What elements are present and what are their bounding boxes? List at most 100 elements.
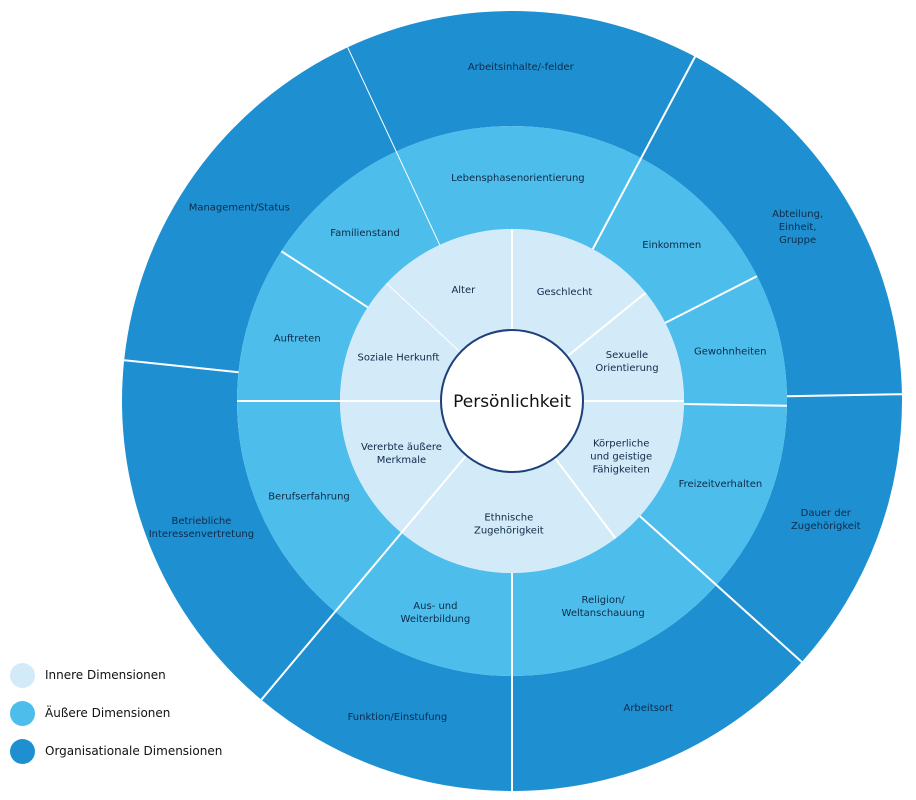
segment-label-line: Funktion/Einstufung	[348, 712, 448, 723]
segment-label-line: Körperliche	[593, 438, 649, 449]
inner-segment	[512, 229, 646, 357]
legend: Innere Dimensionen Äußere Dimensionen Or…	[10, 656, 222, 770]
outer-segment	[237, 401, 402, 612]
center-circle	[440, 329, 584, 473]
legend-item-outer: Äußere Dimensionen	[10, 694, 222, 732]
outer-segment-label: Berufserfahrung	[268, 492, 350, 503]
inner-segment-label: Alter	[451, 285, 476, 296]
segment-label-line: Abteilung,	[772, 209, 823, 220]
outer-divider	[591, 157, 642, 250]
segment-label-line: Zugehörigkeit	[474, 525, 544, 536]
segment-label-line: Weiterbildung	[401, 614, 471, 625]
segment-label-line: und geistige	[590, 451, 652, 462]
outer-segment-label: Auftreten	[274, 333, 321, 344]
segment-label-line: Einheit,	[779, 222, 817, 233]
segment-label-line: Gruppe	[779, 235, 816, 246]
inner-segment-label: Soziale Herkunft	[358, 352, 440, 363]
segment-label-line: Freizeitverhalten	[679, 479, 763, 490]
organisational-segment	[121, 360, 336, 700]
organisational-divider	[260, 611, 336, 701]
segment-label-line: Auftreten	[274, 333, 321, 344]
legend-label-organisational: Organisationale Dimensionen	[45, 744, 223, 758]
legend-item-inner: Innere Dimensionen	[10, 656, 222, 694]
inner-divider	[400, 454, 468, 534]
outer-divider	[683, 403, 787, 407]
outer-dimensions-ring	[237, 126, 787, 676]
segment-label-line: Religion/	[582, 595, 626, 606]
segment-label-line: Gewohnheiten	[694, 347, 767, 358]
outer-segment	[665, 276, 787, 406]
center-label: Persönlichkeit	[453, 392, 571, 412]
segment-label-line: Dauer der	[801, 508, 852, 519]
organisational-segment	[716, 394, 902, 662]
organisational-divider	[640, 56, 696, 159]
inner-segment	[567, 292, 684, 401]
legend-swatch-outer	[10, 700, 35, 726]
organisational-divider	[124, 359, 239, 374]
inner-segment	[386, 229, 512, 353]
legend-label-outer: Äußere Dimensionen	[45, 706, 171, 720]
outer-segment	[639, 404, 787, 586]
segment-label-line: Einkommen	[642, 240, 701, 251]
segment-label-line: Fähigkeiten	[593, 464, 650, 475]
inner-segment	[554, 401, 684, 539]
legend-item-organisational: Organisationale Dimensionen	[10, 732, 222, 770]
organisational-segment	[512, 585, 802, 791]
segment-label-line: Familienstand	[330, 228, 399, 239]
outer-segment	[395, 126, 642, 250]
legend-label-inner: Innere Dimensionen	[45, 668, 166, 682]
segment-label-line: Arbeitsort	[623, 703, 673, 714]
segment-label-line: Sexuelle	[606, 350, 648, 361]
outer-segment	[592, 158, 758, 323]
inner-segment	[340, 401, 467, 533]
outer-divider	[639, 515, 718, 586]
segment-label-line: Geschlecht	[537, 287, 593, 298]
organisational-segment	[124, 47, 396, 373]
outer-divider	[664, 275, 758, 324]
outer-divider	[280, 250, 369, 309]
outer-divider	[334, 532, 403, 613]
organisational-segment	[641, 56, 902, 397]
outer-segment-label: Einkommen	[642, 240, 701, 251]
organisational-segment-label: Arbeitsort	[623, 703, 673, 714]
outer-segment-label: Gewohnheiten	[694, 347, 767, 358]
segment-label-line: Arbeitsinhalte/-felder	[468, 62, 575, 73]
segment-label-line: Vererbte äußere	[361, 442, 442, 453]
segment-label-line: Merkmale	[377, 455, 426, 466]
outer-segment-label: Familienstand	[330, 228, 399, 239]
segment-label-line: Berufserfahrung	[268, 492, 350, 503]
outer-segment	[512, 516, 717, 676]
organisational-divider	[715, 584, 803, 663]
segment-label-line: Management/Status	[189, 202, 290, 213]
outer-segment-label: Freizeitverhalten	[679, 479, 763, 490]
inner-divider	[553, 457, 617, 539]
organisational-segment-label: Funktion/Einstufung	[348, 712, 448, 723]
segment-label-line: Orientierung	[595, 363, 658, 374]
outer-segment-label: Lebensphasenorientierung	[451, 173, 585, 184]
outer-segment	[237, 251, 368, 401]
inner-dimensions-ring	[340, 229, 684, 573]
segment-label-line: Interessenvertretung	[149, 529, 254, 540]
legend-swatch-inner	[10, 662, 35, 688]
segment-label-line: Aus- und	[413, 601, 457, 612]
organisational-segment-label: Abteilung, Einheit, Gruppe	[772, 209, 823, 246]
inner-segment	[401, 455, 616, 573]
segment-label-line: Alter	[451, 285, 476, 296]
outer-segment	[335, 532, 512, 676]
segment-label-line: Betriebliche	[171, 516, 231, 527]
legend-swatch-organisational	[10, 738, 35, 764]
organisational-segment	[261, 611, 512, 791]
organisational-segment	[347, 10, 696, 159]
outer-segment-label: Religion/Weltanschauung	[562, 595, 645, 619]
organisational-segment-label: Management/Status	[189, 202, 290, 213]
segment-label-line: Weltanschauung	[562, 608, 645, 619]
inner-segment-label: Geschlecht	[537, 287, 593, 298]
